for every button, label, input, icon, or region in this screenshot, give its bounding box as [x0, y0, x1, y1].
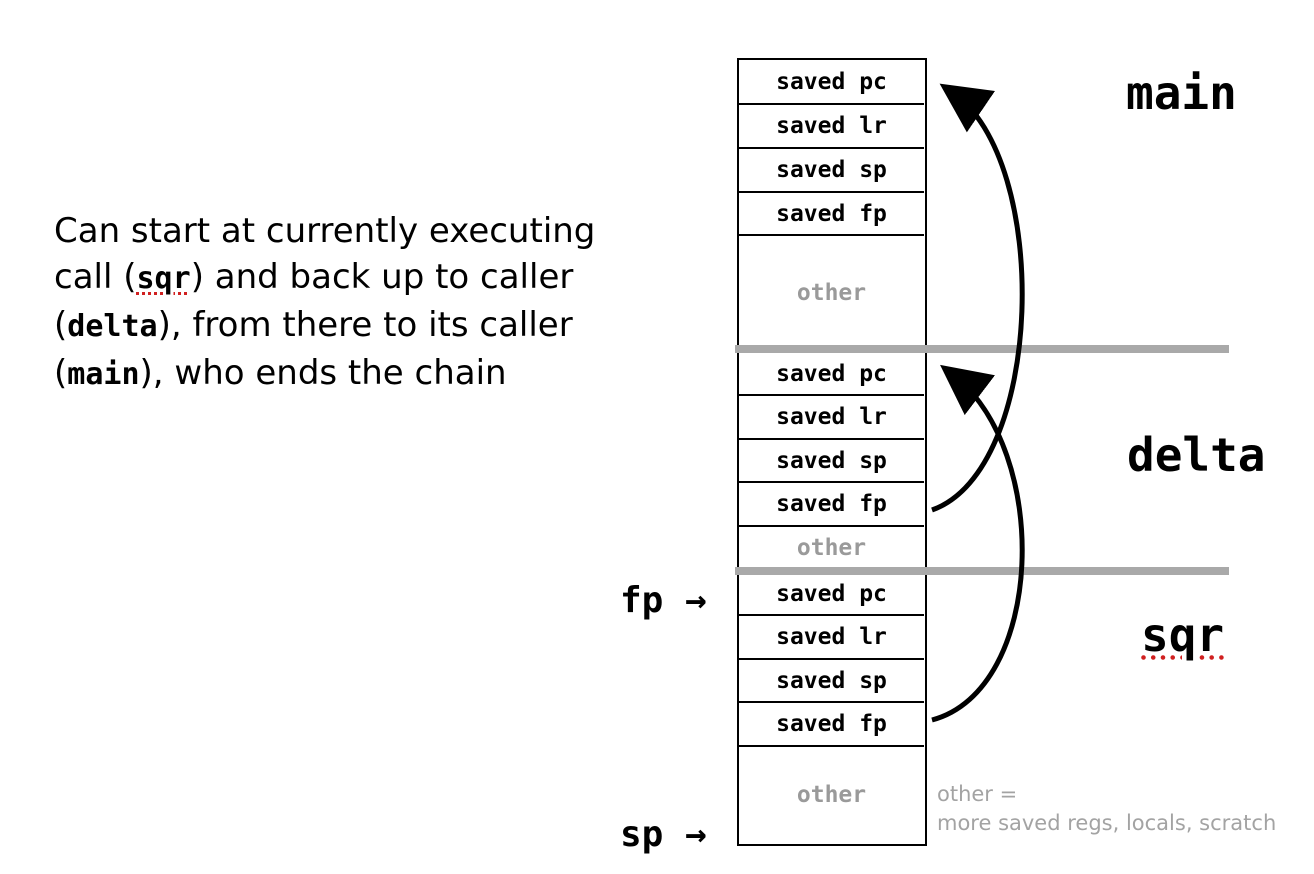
frame-divider-delta-sqr — [735, 567, 1229, 575]
delta-other-cell: other — [796, 534, 867, 561]
sqr-saved-lr-cell: saved lr — [739, 616, 924, 660]
main-saved-pc-cell: saved pc — [739, 60, 924, 105]
sqr-other-cell: other — [796, 782, 867, 808]
sp-pointer-label: sp → — [620, 814, 707, 855]
delta-saved-lr-cell: saved lr — [739, 396, 924, 440]
other-note-line-1: other = — [937, 782, 1018, 806]
main-saved-lr-cell: saved lr — [739, 105, 924, 149]
description-code-sqr: sqr — [136, 261, 191, 296]
frame-label-delta: delta — [1127, 428, 1266, 482]
sqr-saved-fp-cell: saved fp — [739, 703, 924, 747]
arrow-delta-fp-to-main-pc — [931, 83, 1025, 513]
delta-saved-fp-cell: saved fp — [739, 483, 924, 527]
sqr-saved-pc-cell: saved pc — [739, 574, 924, 616]
description-part-4: ), who ends the chain — [139, 353, 507, 393]
arrow-sqr-fp-to-delta-pc — [931, 364, 1025, 723]
frame-label-sqr: sqr — [1141, 608, 1225, 662]
main-other-cell: other — [796, 280, 867, 306]
other-note: other = more saved regs, locals, scratch — [937, 780, 1276, 838]
main-saved-sp-cell: saved sp — [739, 149, 924, 193]
main-saved-fp-cell: saved fp — [739, 193, 924, 236]
description-part-2: ) and back up to caller ( — [54, 257, 574, 345]
description-code-main: main — [67, 357, 140, 392]
fp-pointer-label: fp → — [620, 580, 707, 621]
description-text: Can start at currently executing call (s… — [54, 208, 614, 398]
description-code-delta: delta — [67, 309, 158, 344]
sqr-saved-sp-cell: saved sp — [739, 660, 924, 703]
other-note-line-2: more saved regs, locals, scratch — [937, 811, 1277, 835]
description-part-3: ), from there to its caller ( — [54, 305, 573, 393]
frame-label-main: main — [1126, 66, 1237, 120]
stack-diagram: saved pc saved lr saved sp saved fp othe… — [737, 58, 927, 846]
description-part-1: Can start at currently executing call ( — [54, 211, 596, 297]
frame-divider-main-delta — [735, 345, 1229, 353]
delta-saved-pc-cell: saved pc — [739, 354, 924, 396]
delta-saved-sp-cell: saved sp — [739, 440, 924, 483]
